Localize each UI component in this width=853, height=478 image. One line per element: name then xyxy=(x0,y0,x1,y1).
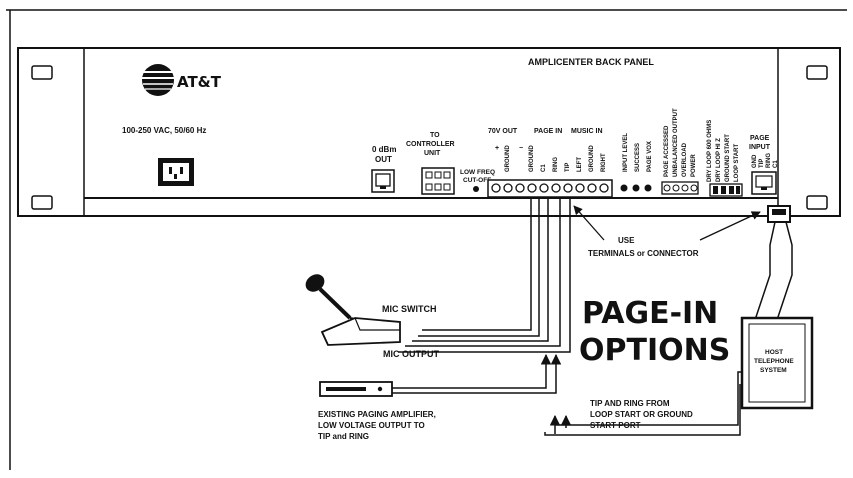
page-input-jack-icon[interactable] xyxy=(751,171,777,195)
use-label-line2: TERMINALS or CONNECTOR xyxy=(588,249,699,258)
mic-output-label: MIC OUTPUT xyxy=(383,349,439,359)
page-in-options-heading-line2: OPTIONS xyxy=(579,333,730,368)
low-freq-label-line1: LOW FREQ xyxy=(460,169,495,176)
terminal-label: LEFT xyxy=(577,157,583,172)
mount-hole-top-right xyxy=(806,65,828,80)
terminal-screw-icon[interactable] xyxy=(539,183,549,193)
terminal-screw-icon[interactable] xyxy=(587,183,597,193)
amplifier-label-line3: TIP and RING xyxy=(318,432,369,441)
terminal-label: GROUND xyxy=(589,145,595,172)
page-input-pin-label: C1 xyxy=(773,160,779,168)
terminal-label: GROUND xyxy=(529,145,535,172)
att-globe-icon xyxy=(142,64,174,96)
amplifier-wire xyxy=(392,360,547,389)
dbm-out-label-line1: 0 dBm xyxy=(372,145,396,154)
led-indicator-icon xyxy=(632,184,640,192)
dbm-out-label-line2: OUT xyxy=(375,155,392,164)
att-logo-text: AT&T xyxy=(177,73,222,91)
led-label: PAGE VOX xyxy=(647,141,653,172)
amplifier-label-line2: LOW VOLTAGE OUTPUT TO xyxy=(318,421,425,430)
switch-label: DRY LOOP 600 OHMS xyxy=(707,120,713,182)
mic-wire xyxy=(405,197,561,347)
controller-connector-icon[interactable] xyxy=(421,167,455,195)
page-input-label-line2: INPUT xyxy=(749,144,771,151)
tip-ring-label-line1: TIP AND RING FROM xyxy=(590,399,670,408)
terminal-label: RIGHT xyxy=(601,153,607,172)
terminal-screw-icon[interactable] xyxy=(563,183,573,193)
status-label: UNBALANCED OUTPUT xyxy=(673,108,679,177)
host-label-line2: TELEPHONE xyxy=(754,358,794,365)
host-label-line3: SYSTEM xyxy=(760,367,787,374)
connector-arrow xyxy=(699,211,761,241)
mount-hole-top-left xyxy=(31,65,53,80)
switch-label: DRY LOOP HI Z xyxy=(716,138,722,182)
terminal-screw-icon[interactable] xyxy=(575,183,585,193)
group-page-in-label: PAGE IN xyxy=(534,128,562,135)
terminal-label: − xyxy=(519,145,523,152)
led-label: SUCCESS xyxy=(635,143,641,172)
terminal-screw-icon[interactable] xyxy=(491,183,501,193)
mic-wire xyxy=(422,197,532,331)
tip-ring-label-line3: START PORT xyxy=(590,421,641,430)
terminal-label: RING xyxy=(553,157,559,172)
microphone-icon xyxy=(305,274,401,346)
mic-wire xyxy=(418,197,540,337)
terminal-screw-icon[interactable] xyxy=(503,183,513,193)
terminal-screw-icon[interactable] xyxy=(599,183,609,193)
group-70v-out-label: 70V OUT xyxy=(488,128,518,135)
mount-hole-bottom-right xyxy=(806,195,828,210)
mic-wire xyxy=(398,197,571,353)
host-cord-line xyxy=(776,221,793,321)
terminals-arrow xyxy=(573,205,605,241)
terminal-strip[interactable] xyxy=(487,179,613,198)
status-label: POWER xyxy=(691,154,697,177)
host-telephone-system-box xyxy=(740,316,814,410)
terminal-label: TIP xyxy=(565,163,571,172)
terminal-screw-icon[interactable] xyxy=(551,183,561,193)
paging-amplifier-icon xyxy=(319,381,393,397)
page-input-label-line1: PAGE xyxy=(750,135,770,142)
amplifier-label-line1: EXISTING PAGING AMPLIFIER, xyxy=(318,410,436,419)
page-in-options-heading-line1: PAGE-IN xyxy=(582,296,718,331)
mount-hole-bottom-left xyxy=(31,195,53,210)
controller-label-line1: TO xyxy=(430,132,440,139)
page-input-pin-label: GND xyxy=(752,154,758,168)
amplifier-wire xyxy=(392,360,557,394)
mode-dip-switch-icon[interactable] xyxy=(709,183,743,197)
page-input-pin-label: TIP xyxy=(759,159,765,168)
mic-wire xyxy=(412,197,549,342)
terminal-label: GROUND xyxy=(505,145,511,172)
group-music-in-label: MUSIC IN xyxy=(571,128,603,135)
status-led-strip xyxy=(661,181,699,195)
tip-ring-label-line2: LOOP START OR GROUND xyxy=(590,410,693,419)
terminal-screw-icon[interactable] xyxy=(515,183,525,193)
led-indicator-icon xyxy=(620,184,628,192)
low-freq-knob-icon[interactable] xyxy=(473,186,479,192)
controller-label-line3: UNIT xyxy=(424,150,441,157)
host-return-line xyxy=(544,384,741,436)
low-freq-label-line2: CUT-OFF xyxy=(463,177,491,184)
host-cord-line xyxy=(754,221,776,321)
terminal-label: + xyxy=(495,145,499,152)
terminal-screw-icon[interactable] xyxy=(527,183,537,193)
use-label-line1: USE xyxy=(618,236,635,245)
led-indicator-icon xyxy=(644,184,652,192)
controller-label-line2: CONTROLLER xyxy=(406,141,455,148)
modular-plug-icon xyxy=(767,205,791,223)
panel-title: AMPLICENTER BACK PANEL xyxy=(528,57,654,67)
switch-label: LOOP START xyxy=(734,144,740,182)
power-rating-label: 100-250 VAC, 50/60 Hz xyxy=(122,126,206,135)
led-label: INPUT LEVEL xyxy=(623,133,629,172)
switch-label: GROUND START xyxy=(725,134,731,182)
host-label-line1: HOST xyxy=(765,349,783,356)
dbm-out-jack-icon[interactable] xyxy=(371,169,395,193)
mic-switch-label: MIC SWITCH xyxy=(382,304,437,314)
power-inlet-icon xyxy=(158,158,194,186)
terminal-label: C1 xyxy=(541,164,547,172)
status-label: PAGE ACCESSED xyxy=(664,125,670,177)
status-label: OVERLOAD xyxy=(682,142,688,177)
page-input-pin-label: RING xyxy=(766,153,772,168)
